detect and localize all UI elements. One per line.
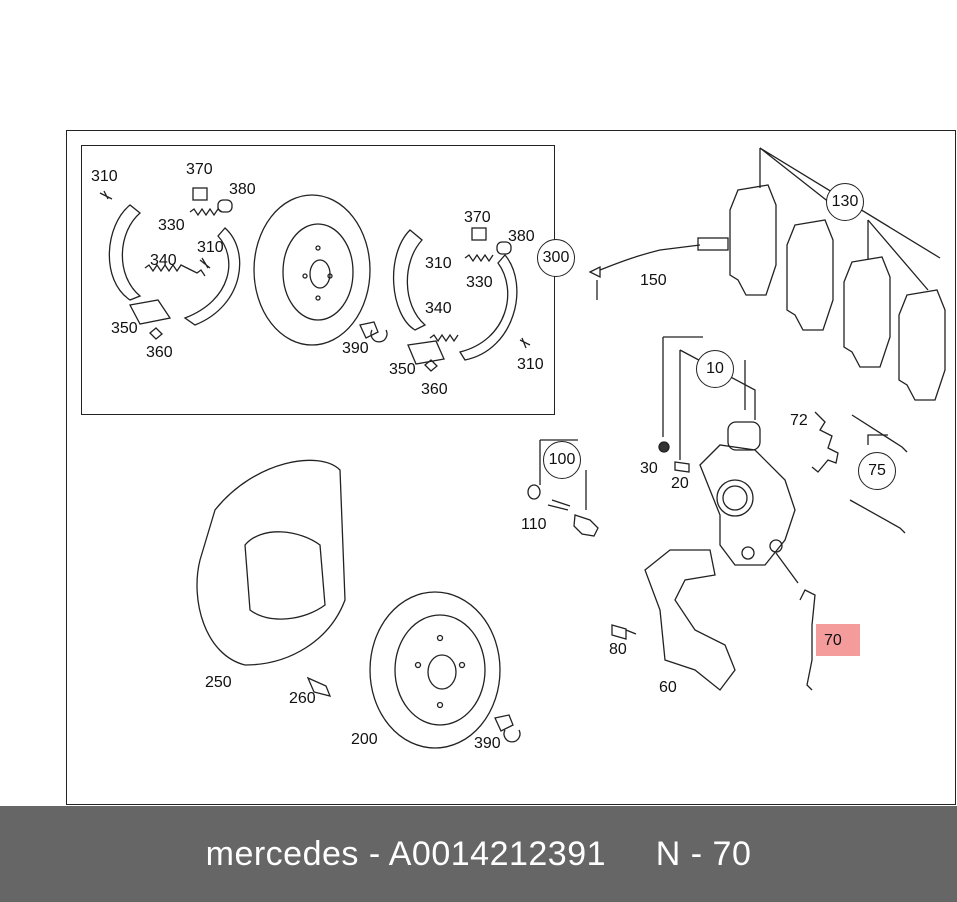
bolt-390b [494, 714, 521, 743]
brake-shoe-right [393, 229, 518, 361]
leader-75 [867, 434, 888, 445]
label-150: 150 [640, 272, 667, 289]
spring-clip-72 [811, 411, 839, 473]
spring-340a [144, 263, 206, 277]
part-360a [149, 327, 163, 340]
brake-disc-inset [253, 194, 371, 346]
bolt-80 [611, 624, 637, 640]
part-380b [496, 241, 512, 255]
label-330-a: 330 [158, 217, 185, 234]
label-250: 250 [205, 674, 232, 691]
label-340-b: 340 [425, 300, 452, 317]
label-60: 60 [659, 679, 677, 696]
pin-310a [99, 190, 113, 200]
brake-disc-200 [369, 591, 501, 749]
part-370a [192, 187, 208, 201]
part-30 [658, 441, 670, 453]
label-110: 110 [521, 516, 547, 533]
label-310-b: 310 [197, 239, 224, 256]
separator-text: - [358, 834, 389, 873]
part-360b [424, 359, 438, 372]
diagram-frame [66, 130, 956, 805]
callout-10: 10 [696, 350, 734, 388]
part-20 [674, 461, 690, 473]
label-360-b: 360 [421, 381, 448, 398]
label-380-b: 380 [508, 228, 535, 245]
label-260: 260 [289, 690, 316, 707]
part-380a [217, 199, 233, 213]
adjuster-350b [407, 340, 445, 365]
label-360-a: 360 [146, 344, 173, 361]
bolt-260 [306, 676, 332, 697]
label-350-b: 350 [389, 361, 416, 378]
label-370-a: 370 [186, 161, 213, 178]
callout-300: 300 [537, 239, 575, 277]
ref-number-text: 70 [712, 834, 752, 873]
spring-340b [429, 333, 459, 343]
brake-pads-130 [729, 147, 946, 401]
spring-330b [464, 253, 494, 263]
bracket-60 [644, 549, 736, 691]
highlight-box-part-70 [816, 624, 860, 656]
label-390-a: 390 [342, 340, 369, 357]
label-310-d: 310 [517, 356, 544, 373]
label-370-b: 370 [464, 209, 491, 226]
parking-brake-inset-frame [81, 145, 555, 415]
label-20: 20 [671, 475, 689, 492]
brand-text: mercedes [205, 834, 359, 873]
brake-shoe-left-a [108, 204, 241, 326]
ref-prefix-text: N - [655, 834, 713, 873]
label-70: 70 [824, 632, 842, 649]
label-200: 200 [351, 731, 378, 748]
label-30: 30 [640, 460, 658, 477]
label-310-c: 310 [425, 255, 452, 272]
guide-pins-100 [527, 439, 599, 537]
footer-text: mercedes - A0014212391 N - 70 [206, 835, 752, 874]
label-380-a: 380 [229, 181, 256, 198]
pin-310d [519, 337, 531, 349]
part-370b [471, 227, 487, 241]
label-80: 80 [609, 641, 627, 658]
pin-310b [199, 257, 211, 269]
part-number-text: A0014212391 [388, 834, 607, 873]
pins-75 [849, 414, 908, 534]
label-330-b: 330 [466, 274, 493, 291]
label-310-a: 310 [91, 168, 118, 185]
adjuster-350a [129, 299, 172, 325]
label-340-a: 340 [150, 252, 177, 269]
gap-text [606, 835, 656, 873]
label-350-a: 350 [111, 320, 138, 337]
label-390-b: 390 [474, 735, 501, 752]
label-72: 72 [790, 412, 808, 429]
callout-130: 130 [826, 183, 864, 221]
caliper-10 [662, 336, 796, 566]
callout-100: 100 [543, 441, 581, 479]
wear-sensor-150 [588, 237, 729, 300]
bolt-390a [359, 321, 388, 343]
dust-shield-250 [196, 459, 346, 666]
spring-330a [189, 207, 223, 217]
callout-75: 75 [858, 452, 896, 490]
footer-bar: mercedes - A0014212391 N - 70 [0, 806, 957, 902]
wire-70 [775, 552, 816, 691]
